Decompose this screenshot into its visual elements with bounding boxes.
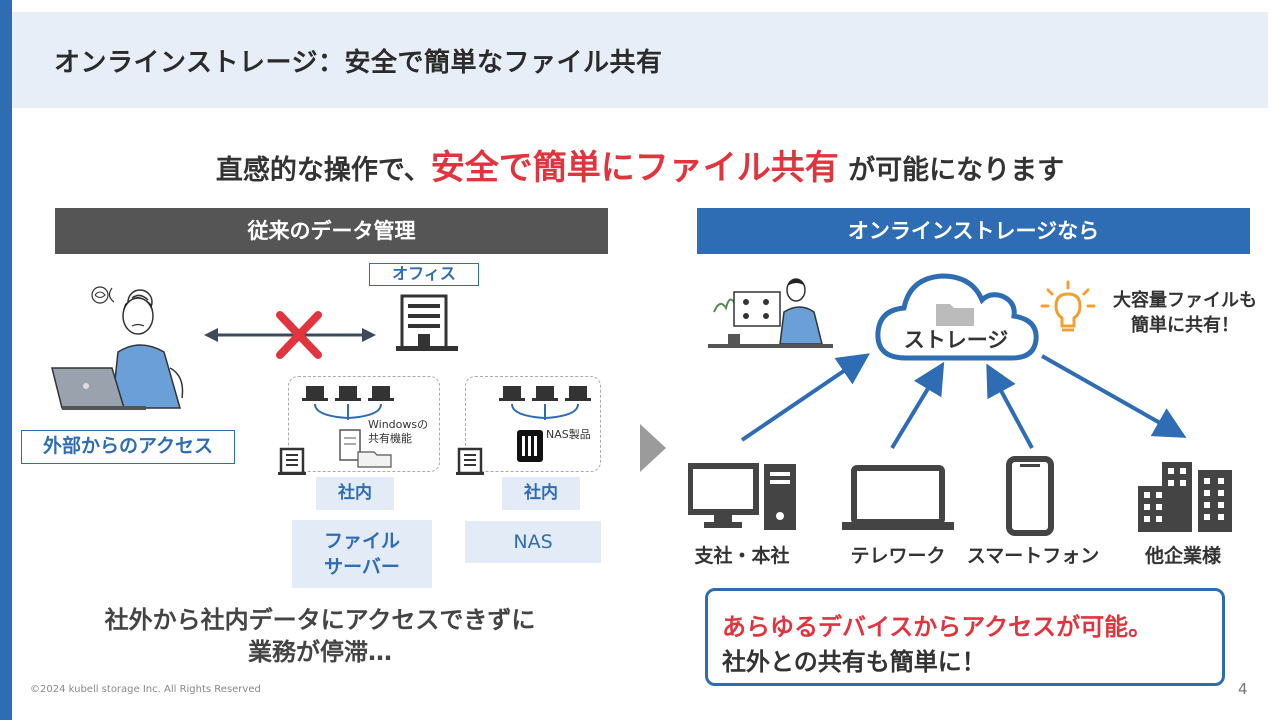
section-title-online-storage: オンラインストレージなら — [697, 208, 1250, 254]
device-label-companies: 他企業様 — [1144, 545, 1221, 567]
left-caption: 社外から社内データにアクセスできずに 業務が停滞… — [40, 604, 600, 668]
lightbulb-icon — [1040, 280, 1096, 332]
big-file-line-2: 簡単に共有！ — [1131, 315, 1239, 336]
desktop-pc-icon — [688, 463, 796, 530]
internal-label-2: 社内 — [502, 477, 580, 510]
device-label-branch: 支社・本社 — [694, 545, 790, 567]
callout-line-1-text: あらゆるデバイスからアクセスが可能。 — [722, 613, 1153, 641]
callout-box — [705, 588, 1225, 686]
headline-prefix: 直感的な操作で、 — [215, 155, 431, 186]
file-server-line-1: ファイル — [323, 530, 400, 552]
header-band — [12, 12, 1268, 108]
big-file-note: 大容量ファイルも 簡単に共有！ — [1096, 288, 1274, 338]
companies-buildings-icon — [1138, 462, 1232, 532]
blocked-access-arrow — [204, 311, 376, 359]
nas-box — [465, 376, 601, 472]
windows-label-1: Windowsの — [368, 418, 429, 431]
storage-cloud-icon — [875, 273, 1039, 361]
device-label-telework: テレワーク — [850, 545, 946, 567]
page-number: 4 — [1238, 680, 1248, 698]
small-building-icon — [278, 447, 306, 475]
laptop-icon — [842, 465, 954, 530]
smartphone-icon — [1006, 456, 1054, 536]
callout-line-1: あらゆるデバイスからアクセスが可能。 — [722, 607, 1152, 642]
device-label-smartphone: スマートフォン — [966, 545, 1100, 567]
windows-network-diagram — [302, 386, 394, 468]
left-accent-bar — [0, 0, 12, 720]
office-tag: オフィス — [369, 263, 479, 286]
headline-suffix: が可能になります — [848, 155, 1065, 186]
worried-person-illustration — [51, 286, 184, 410]
file-server-line-2: サーバー — [324, 556, 400, 578]
remote-worker-illustration — [708, 278, 833, 348]
big-file-line-1: 大容量ファイルも — [1113, 290, 1257, 311]
windows-share-box — [288, 376, 440, 472]
nas-product-label: NAS製品 — [546, 428, 591, 441]
left-caption-line-2: 業務が停滞… — [248, 638, 392, 666]
nas-label: NAS — [465, 521, 601, 563]
copyright: ©2024 kubell storage Inc. All Rights Res… — [30, 684, 261, 695]
internal-label-1: 社内 — [316, 477, 394, 510]
small-building-icon — [456, 447, 484, 475]
section-title-traditional: 従来のデータ管理 — [55, 208, 608, 254]
left-caption-line-1: 社外から社内データにアクセスできずに — [104, 606, 536, 634]
office-building-icon — [396, 294, 458, 351]
cloud-connection-arrows — [740, 353, 1187, 450]
storage-label: ストレージ — [903, 328, 1009, 352]
page-title: オンラインストレージ：安全で簡単なファイル共有 — [54, 48, 663, 78]
file-server-label: ファイル サーバー — [292, 520, 432, 588]
headline-highlight: 安全で簡単にファイル共有 — [430, 148, 839, 188]
callout-line-2: 社外との共有も簡単に！ — [722, 648, 986, 676]
headline: 直感的な操作で、安全で簡単にファイル共有 が可能になります — [0, 140, 1280, 189]
transition-arrow-icon — [640, 424, 666, 472]
windows-label-2: 共有機能 — [368, 432, 412, 445]
nas-network-diagram — [499, 386, 591, 462]
external-access-tag: 外部からのアクセス — [21, 430, 235, 464]
